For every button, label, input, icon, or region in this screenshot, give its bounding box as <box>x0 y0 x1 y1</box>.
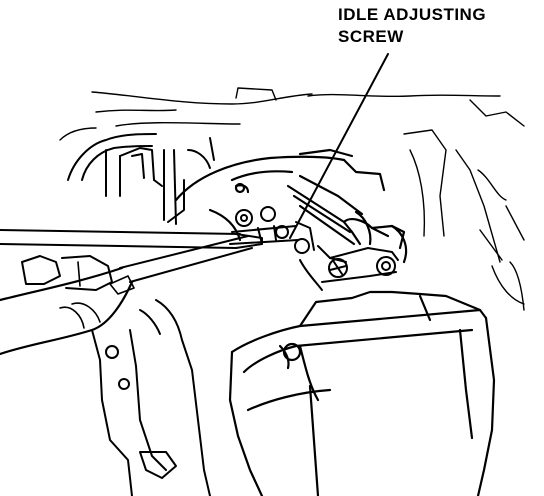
lower-housing <box>228 290 496 496</box>
left-bracket <box>67 133 215 225</box>
callout-line-1: IDLE ADJUSTING <box>338 5 487 24</box>
idle-adjusting-screw-label: IDLE ADJUSTING SCREW <box>338 4 486 48</box>
throttle-body <box>174 148 408 264</box>
lower-bracket <box>91 299 211 496</box>
callout-leader-line <box>289 53 389 239</box>
engine-bay-background <box>59 87 525 311</box>
screwdriver <box>0 229 263 356</box>
callout-line-2: SCREW <box>338 27 404 46</box>
idle-screw-assembly <box>229 206 399 291</box>
